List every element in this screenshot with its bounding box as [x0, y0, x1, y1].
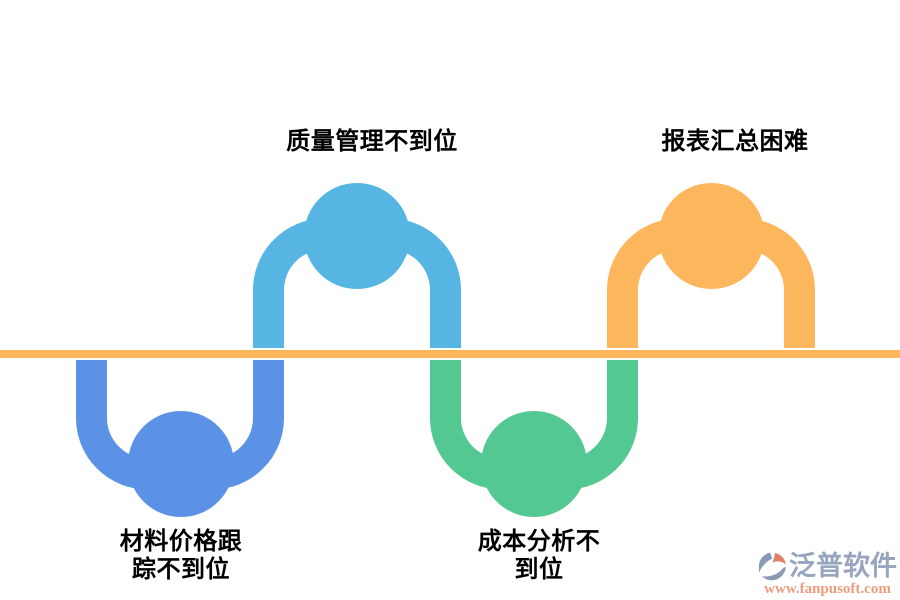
brand-url: www.fanpusoft.com — [764, 581, 891, 597]
brand-watermark: 泛普软件 www.fanpusoft.com — [758, 551, 897, 597]
fanpu-logo-icon-swoosh — [772, 552, 786, 565]
label-report-summary: 报表汇总困难 — [661, 128, 809, 155]
fanpu-logo-icon-wedge-top — [758, 552, 773, 573]
label-material-price-tracking: 材料价格跟 踪不到位 — [119, 528, 243, 583]
label-cost-analysis: 成本分析不 到位 — [477, 528, 601, 583]
node-circle-quality-management — [304, 183, 410, 289]
node-circle-report-summary — [658, 183, 765, 289]
node-circle-cost-analysis — [481, 411, 587, 517]
label-quality-management: 质量管理不到位 — [286, 128, 458, 155]
fanpu-logo-icon-wedge-bottom — [762, 566, 786, 581]
brand-name: 泛普软件 — [789, 551, 897, 581]
fanpu-logo-icon — [758, 552, 786, 581]
brand-watermark-row: 泛普软件 — [758, 551, 897, 581]
node-circle-material-price-tracking — [128, 411, 234, 517]
